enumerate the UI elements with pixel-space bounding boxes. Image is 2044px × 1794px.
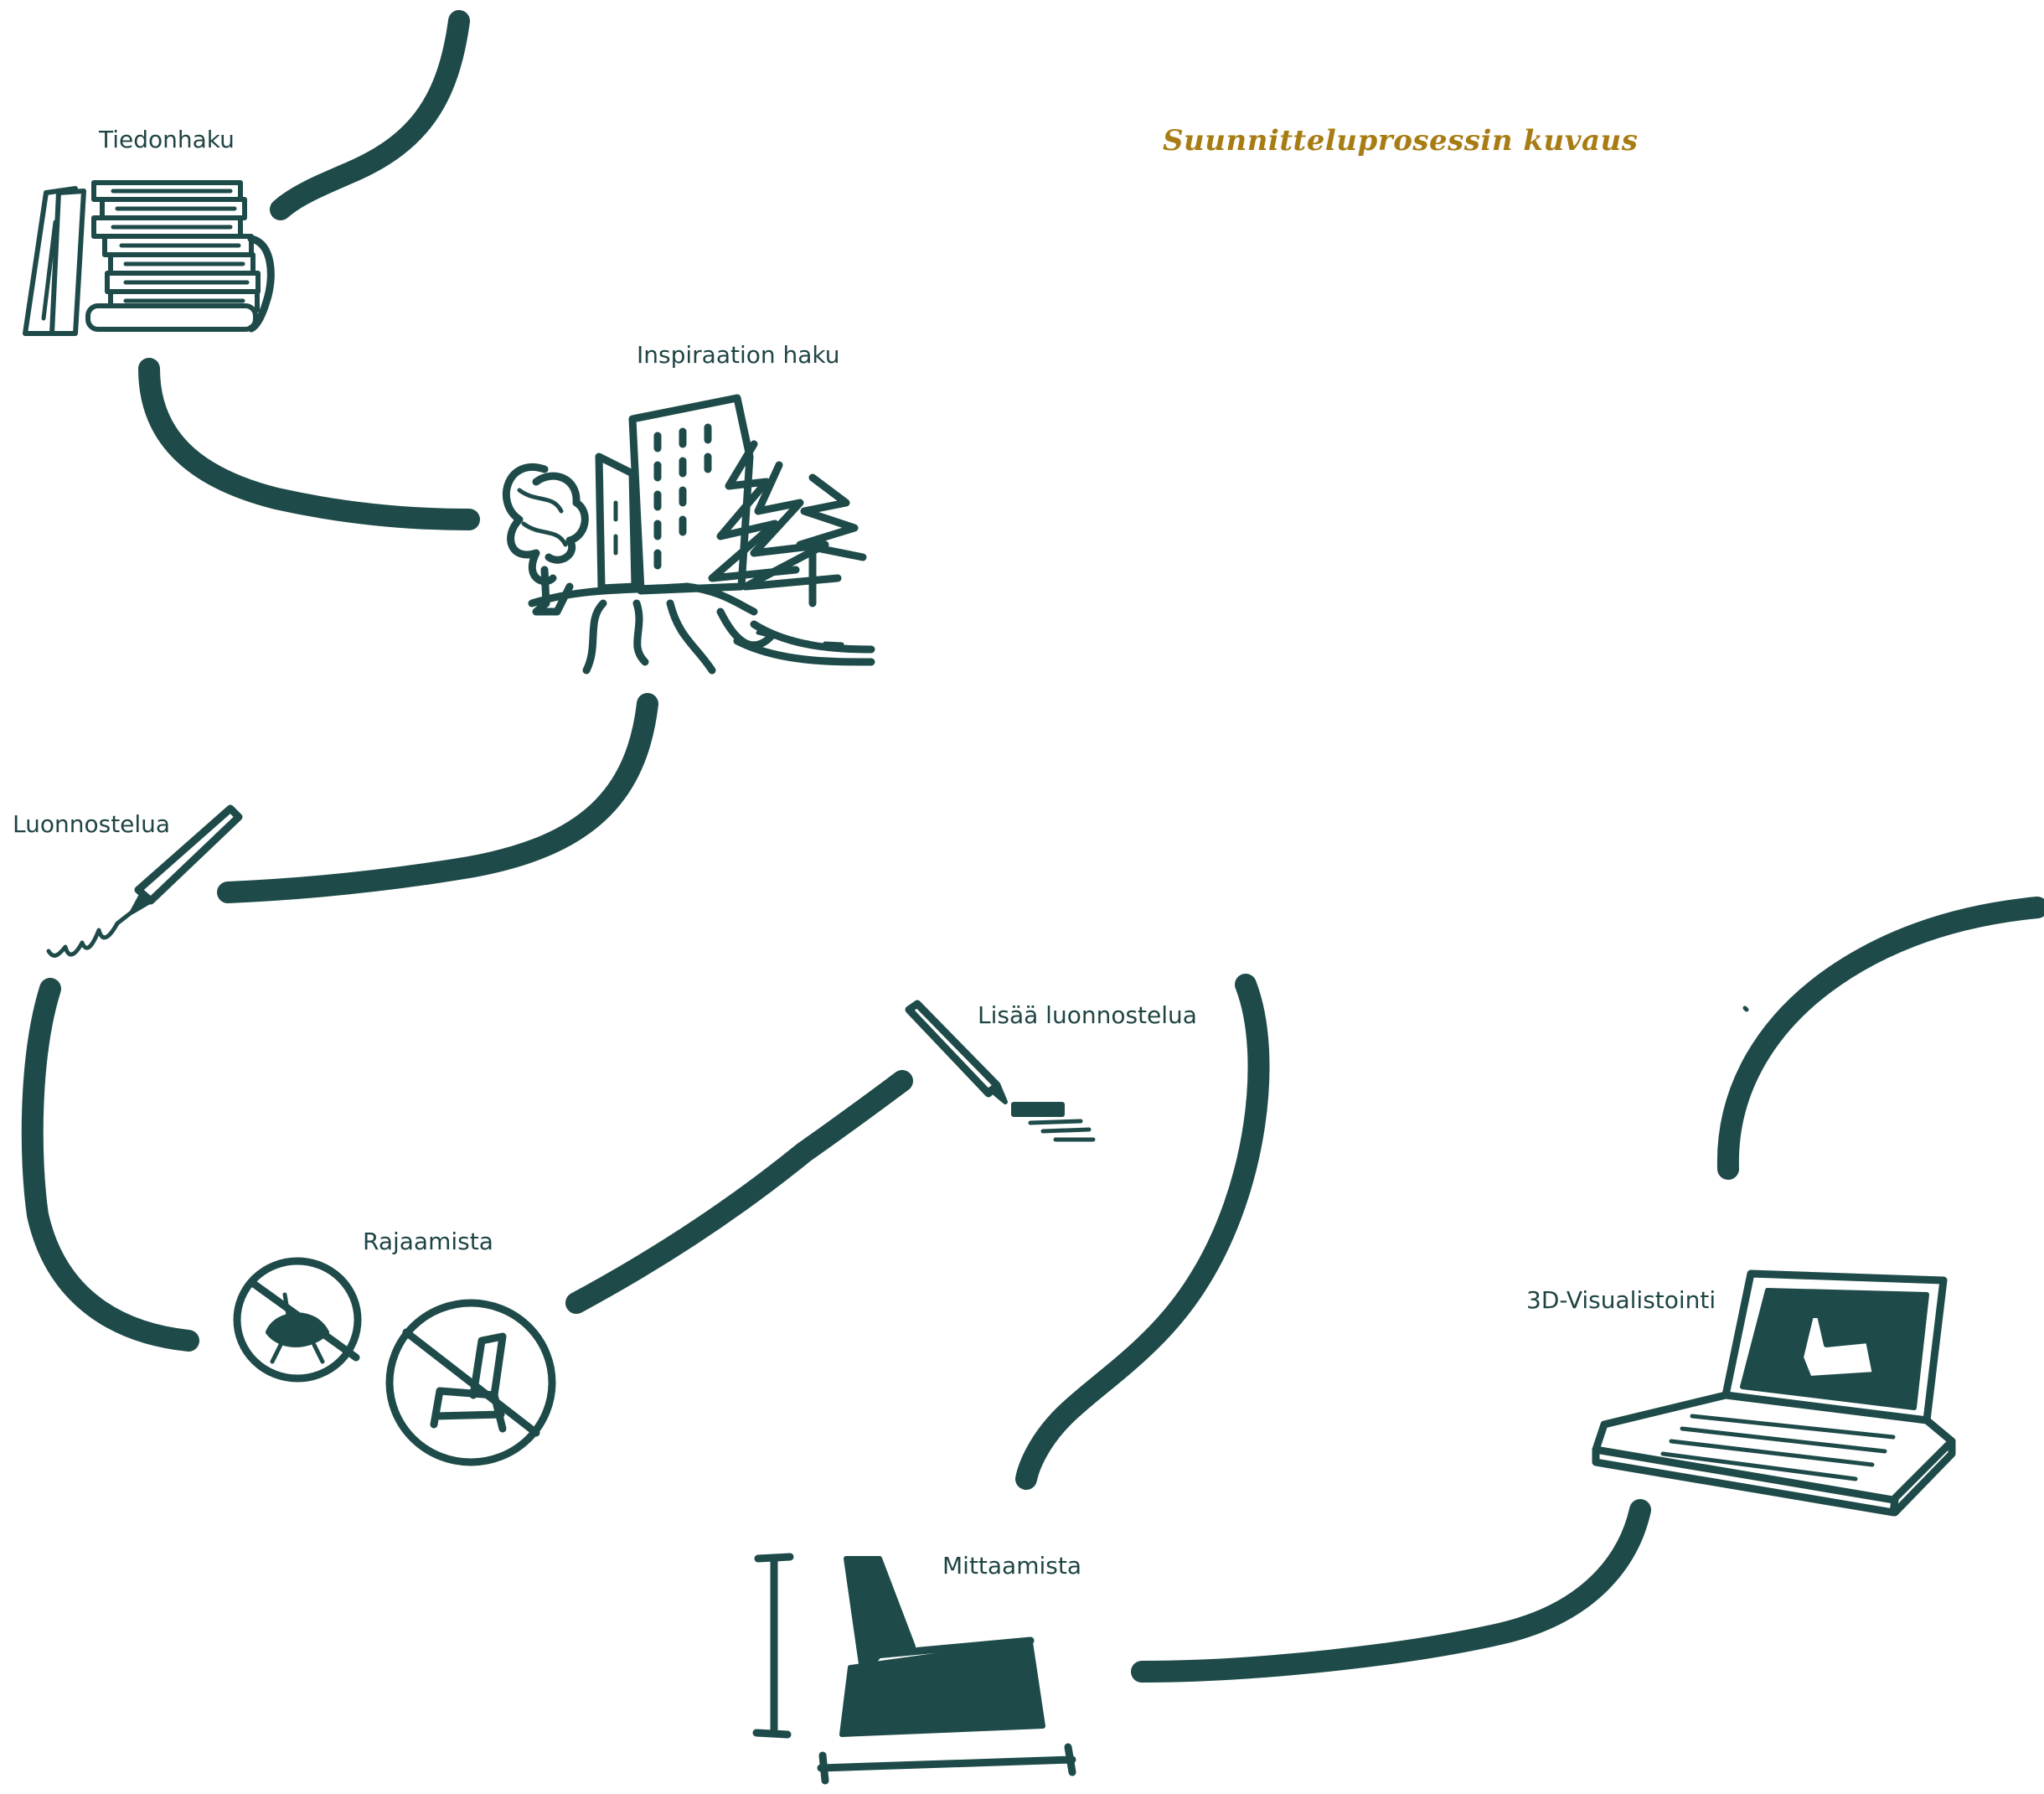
crossed-chairs-icon bbox=[233, 1257, 556, 1466]
step-label-rajaamista: Rajaamista bbox=[363, 1228, 493, 1255]
path-segment-5 bbox=[1015, 974, 1270, 1490]
step-label-tiedonhaku: Tiedonhaku bbox=[99, 126, 235, 153]
path-segment-start bbox=[270, 10, 470, 220]
step-label-luonnostelua: Luonnostelua bbox=[13, 810, 171, 838]
pen-icon bbox=[46, 804, 243, 958]
path-segment-6 bbox=[1131, 1499, 1651, 1683]
path-segment-3 bbox=[21, 978, 199, 1352]
laptop-icon bbox=[1592, 1269, 1956, 1517]
step-label-inspiraation-haku: Inspiraation haku bbox=[637, 341, 840, 369]
path-segment-end bbox=[1716, 897, 2044, 1180]
path-segment-4 bbox=[565, 1070, 913, 1314]
step-label-mittaamista: Mittaamista bbox=[942, 1552, 1081, 1579]
process-path bbox=[21, 10, 2044, 1683]
step-label-3d-visualistointi: 3D-Visualistointi bbox=[1526, 1286, 1716, 1314]
path-segment-2 bbox=[217, 693, 658, 903]
step-label-lisaa-luonnostelua: Lisää luonnostelua bbox=[978, 1001, 1197, 1029]
books-icon bbox=[23, 180, 275, 336]
measured-chair-icon bbox=[752, 1553, 1076, 1785]
cityscape-icon bbox=[502, 394, 875, 675]
path-segment-1 bbox=[138, 358, 480, 530]
tick-mark bbox=[1742, 1006, 1749, 1012]
pencil-icon bbox=[905, 1000, 1096, 1142]
diagram-title: Suunnitteluprosessin kuvaus bbox=[1163, 124, 1639, 158]
